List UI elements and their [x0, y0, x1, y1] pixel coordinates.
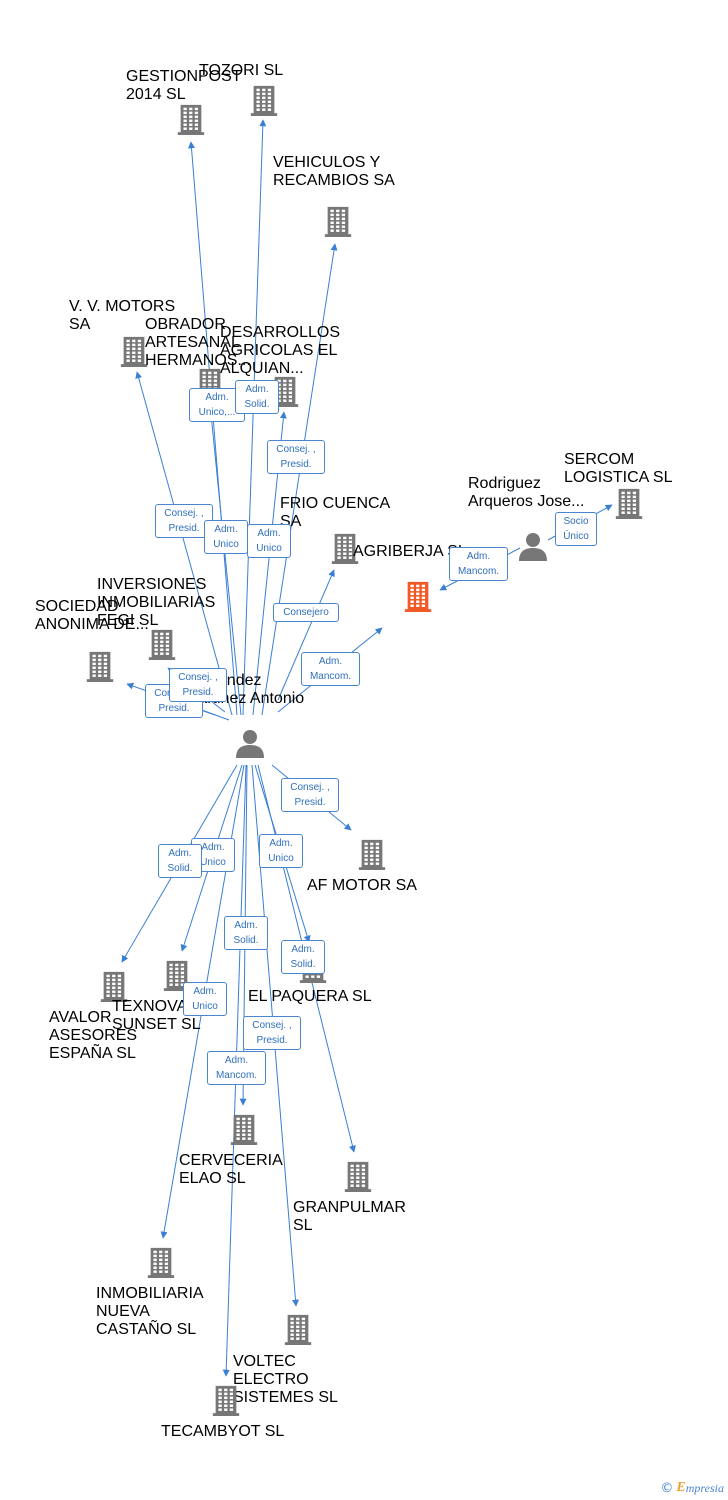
building-icon	[148, 629, 176, 660]
building-icon	[212, 1385, 240, 1416]
node-label-sercom[interactable]: SERCOM LOGISTICA SL	[564, 451, 673, 486]
company-node-tecambyot[interactable]	[210, 1384, 242, 1416]
company-node-frio[interactable]	[329, 532, 361, 564]
edge-to-obrador	[207, 403, 242, 716]
company-node-cerveceria[interactable]	[228, 1113, 260, 1145]
relation-label-inversiones[interactable]: Consej. , Presid.	[169, 668, 227, 702]
node-label-inmobiliaria[interactable]: INMOBILIARIA NUEVA CASTAÑO SL	[96, 1285, 203, 1338]
building-icon	[358, 839, 386, 870]
relation-label-agriberja[interactable]: Adm. Mancom.	[301, 652, 360, 686]
company-node-vv_motors[interactable]	[118, 335, 150, 367]
relation-label-rodriguez[interactable]: Adm. Mancom.	[449, 547, 508, 581]
relation-label-paquera-u[interactable]: Adm. Unico	[259, 834, 303, 868]
node-label-vehiculos[interactable]: VEHICULOS Y RECAMBIOS SA	[273, 154, 395, 189]
building-icon	[404, 581, 432, 612]
company-node-sercom[interactable]	[613, 487, 645, 519]
node-label-cerveceria[interactable]: CERVECERIA ELAO SL	[179, 1152, 282, 1187]
node-label-agriberja[interactable]: AGRIBERJA SL	[353, 543, 467, 560]
person-icon	[519, 533, 547, 561]
node-label-el_paquera[interactable]: EL PAQUERA SL	[248, 988, 372, 1005]
building-icon	[344, 1161, 372, 1192]
company-node-avalor[interactable]	[98, 970, 130, 1002]
relation-label-inmob[interactable]: Adm. Unico	[183, 982, 227, 1016]
relation-label-tozori[interactable]: Adm. Unico	[247, 524, 291, 558]
company-node-voltec[interactable]	[282, 1313, 314, 1345]
person-node-rodriguez[interactable]	[517, 530, 549, 562]
node-label-sociedad[interactable]: SOCIEDAD ANONIMA DE...	[35, 598, 149, 633]
relation-label-vehiculos[interactable]: Consej. , Presid.	[267, 440, 325, 474]
node-label-gestionpost[interactable]: GESTIONPOST 2014 SL	[126, 68, 242, 103]
edge-to-vehiculos	[261, 243, 338, 716]
node-label-texnova[interactable]: TEXNOVA SUNSET SL	[112, 998, 201, 1033]
relation-label-gestion[interactable]: Adm. Unico	[204, 520, 248, 554]
copyright-symbol: ©	[660, 1480, 674, 1496]
building-icon	[250, 85, 278, 116]
node-label-desarrollos[interactable]: DESARROLLOS AGRICOLAS EL ALQUIAN...	[220, 324, 341, 377]
brand-logo-text: mpresia	[685, 1480, 724, 1495]
edge-to-vv-motors	[135, 371, 233, 716]
company-node-inmobiliaria[interactable]	[145, 1246, 177, 1278]
person-icon	[236, 730, 264, 758]
building-icon	[120, 336, 148, 367]
relation-label-cerv-s[interactable]: Adm. Solid.	[224, 916, 268, 950]
relation-label-avalor[interactable]: Adm. Solid.	[158, 844, 202, 878]
node-label-vv_motors[interactable]: V. V. MOTORS SA	[69, 298, 176, 333]
edge-to-gestionpost	[188, 141, 238, 716]
building-icon	[100, 971, 128, 1002]
building-icon	[177, 104, 205, 135]
node-label-obrador[interactable]: OBRADOR ARTESANAL HERMANOS...	[145, 316, 251, 369]
node-label-voltec[interactable]: VOLTEC ELECTRO SISTEMES SL	[233, 1353, 338, 1406]
node-label-granpulmar[interactable]: GRANPULMAR SL	[293, 1199, 406, 1234]
building-icon	[615, 488, 643, 519]
company-node-texnova[interactable]	[161, 959, 193, 991]
building-icon	[271, 376, 299, 407]
relation-label-paquera-s[interactable]: Adm. Solid.	[281, 940, 325, 974]
building-icon	[324, 206, 352, 237]
company-node-vehiculos[interactable]	[322, 205, 354, 237]
person-node-center[interactable]	[234, 727, 266, 759]
node-label-af_motor[interactable]: AF MOTOR SA	[307, 877, 417, 894]
company-node-tozori[interactable]	[248, 84, 280, 116]
edge-to-frio	[277, 569, 335, 701]
building-icon	[284, 1314, 312, 1345]
node-label-frio[interactable]: FRIO CUENCA SA	[280, 495, 390, 530]
node-label-tecambyot[interactable]: TECAMBYOT SL	[161, 1423, 285, 1440]
node-label-tozori[interactable]: TOZORI SL	[199, 62, 284, 79]
edge-to-tozori	[242, 119, 267, 716]
company-node-granpulmar[interactable]	[342, 1160, 374, 1192]
relation-label-frio[interactable]: Consejero	[273, 603, 339, 622]
company-node-agriberja[interactable]	[402, 580, 434, 612]
node-label-rodriguez[interactable]: Rodriguez Arqueros Jose...	[468, 475, 585, 510]
building-icon	[163, 960, 191, 991]
company-node-inversiones[interactable]	[146, 628, 178, 660]
company-node-af_motor[interactable]	[356, 838, 388, 870]
node-label-inversiones[interactable]: INVERSIONES INMOBILIARIAS FEGI SL	[97, 576, 216, 629]
building-icon	[86, 651, 114, 682]
relation-label-voltec[interactable]: Consej. , Presid.	[243, 1016, 301, 1050]
relation-label-tecamb[interactable]: Adm. Mancom.	[207, 1051, 266, 1085]
company-node-desarrollos[interactable]	[269, 375, 301, 407]
company-node-sociedad[interactable]	[84, 650, 116, 682]
node-label-avalor[interactable]: AVALOR ASESORES ESPAÑA SL	[49, 1009, 138, 1062]
building-icon	[331, 533, 359, 564]
relation-label-vv[interactable]: Consej. , Presid.	[155, 504, 213, 538]
brand-logo-initial: E	[676, 1480, 686, 1495]
building-icon	[147, 1247, 175, 1278]
relation-label-af[interactable]: Consej. , Presid.	[281, 778, 339, 812]
company-node-gestionpost[interactable]	[175, 103, 207, 135]
relation-label-desarrollos[interactable]: Adm. Solid.	[235, 380, 279, 414]
building-icon	[230, 1114, 258, 1145]
relation-label-sercom[interactable]: Socio Único	[555, 512, 597, 546]
